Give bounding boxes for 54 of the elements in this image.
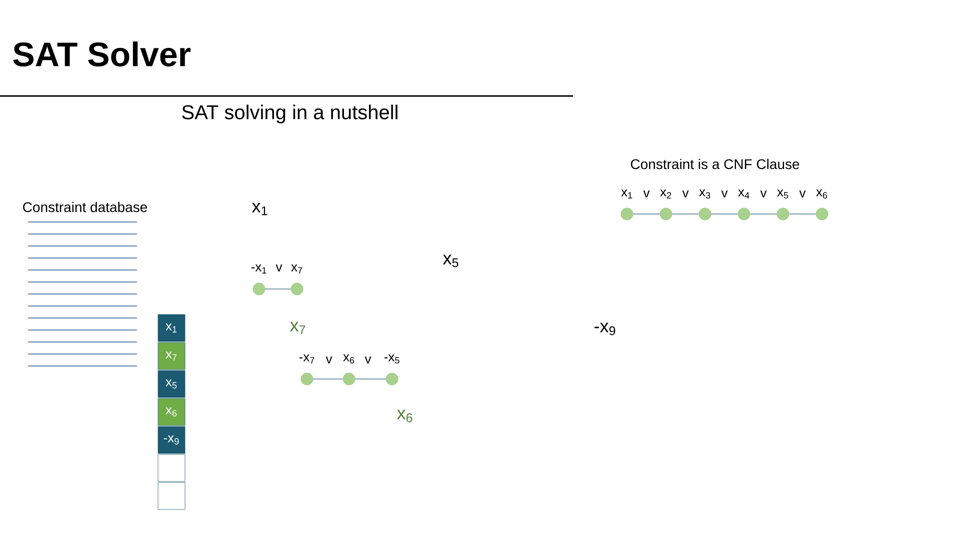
literal-dot [290, 282, 304, 296]
literal-dot [660, 208, 672, 220]
empty-stack-cell [158, 454, 186, 482]
operator-label: v [682, 190, 689, 198]
stack-cell: -x$_{9}$ [158, 426, 186, 454]
stack-cell: x$_{1}$ [158, 314, 186, 342]
literal-label: x$_{3}$ [699, 189, 710, 199]
literal-dot [342, 372, 356, 386]
clause-line [672, 213, 699, 215]
literal-dot [816, 208, 828, 220]
operator-label: v [643, 190, 650, 198]
literal-dot [698, 208, 712, 220]
literal-dot [738, 208, 750, 220]
clause-line [711, 213, 738, 215]
stack-cell: x$_{5}$ [158, 370, 186, 398]
text-label: Constraint database [23, 202, 148, 212]
literal-dot [620, 208, 634, 220]
stack-cell: x$_{7}$ [158, 342, 186, 370]
literal-label: x$_{1}$ [621, 190, 632, 198]
literal-label: x$_{6}$ [816, 189, 828, 199]
clause-line [265, 288, 291, 290]
text-label: x$_{1}$ [252, 202, 268, 216]
stack-cell: x$_{6}$ [158, 398, 186, 426]
title: SAT Solver [13, 42, 191, 66]
clause-line [789, 213, 816, 215]
literal-dot [300, 372, 314, 386]
text-label: x$_{7}$ [290, 322, 306, 334]
empty-stack-cell [158, 482, 186, 510]
clause-line [355, 378, 386, 380]
clause-line [633, 213, 660, 215]
literal-label: x$_{4}$ [738, 190, 750, 198]
literal-dot [386, 372, 398, 386]
text-label: x$_{5}$ [442, 254, 458, 268]
operator-label: v [760, 190, 767, 198]
operator-label: v [276, 264, 282, 272]
operator-label: v [799, 190, 806, 198]
literal-label: x$_{7}$ [291, 264, 302, 274]
literal-label: x$_{2}$ [660, 189, 672, 199]
literal-label: x$_{6}$ [343, 354, 354, 364]
subtitle: SAT solving in a nutshell [182, 104, 398, 124]
literal-label: -x$_{7}$ [299, 354, 314, 364]
operator-label: v [364, 356, 372, 364]
clause-line [313, 378, 343, 380]
operator-label: v [326, 356, 332, 364]
literal-label: -x$_{1}$ [251, 264, 266, 274]
literal-label: x$_{5}$ [777, 189, 788, 199]
literal-dot [776, 208, 790, 220]
literal-dot [252, 282, 266, 296]
text-label: -x$_{9}$ [594, 322, 616, 336]
clause-line [750, 213, 777, 215]
operator-label: v [721, 190, 728, 198]
text-label: Constraint is a CNF Clause [630, 158, 800, 170]
text-label: x$_{6}$ [396, 410, 412, 422]
literal-label: -x$_{5}$ [384, 354, 400, 364]
